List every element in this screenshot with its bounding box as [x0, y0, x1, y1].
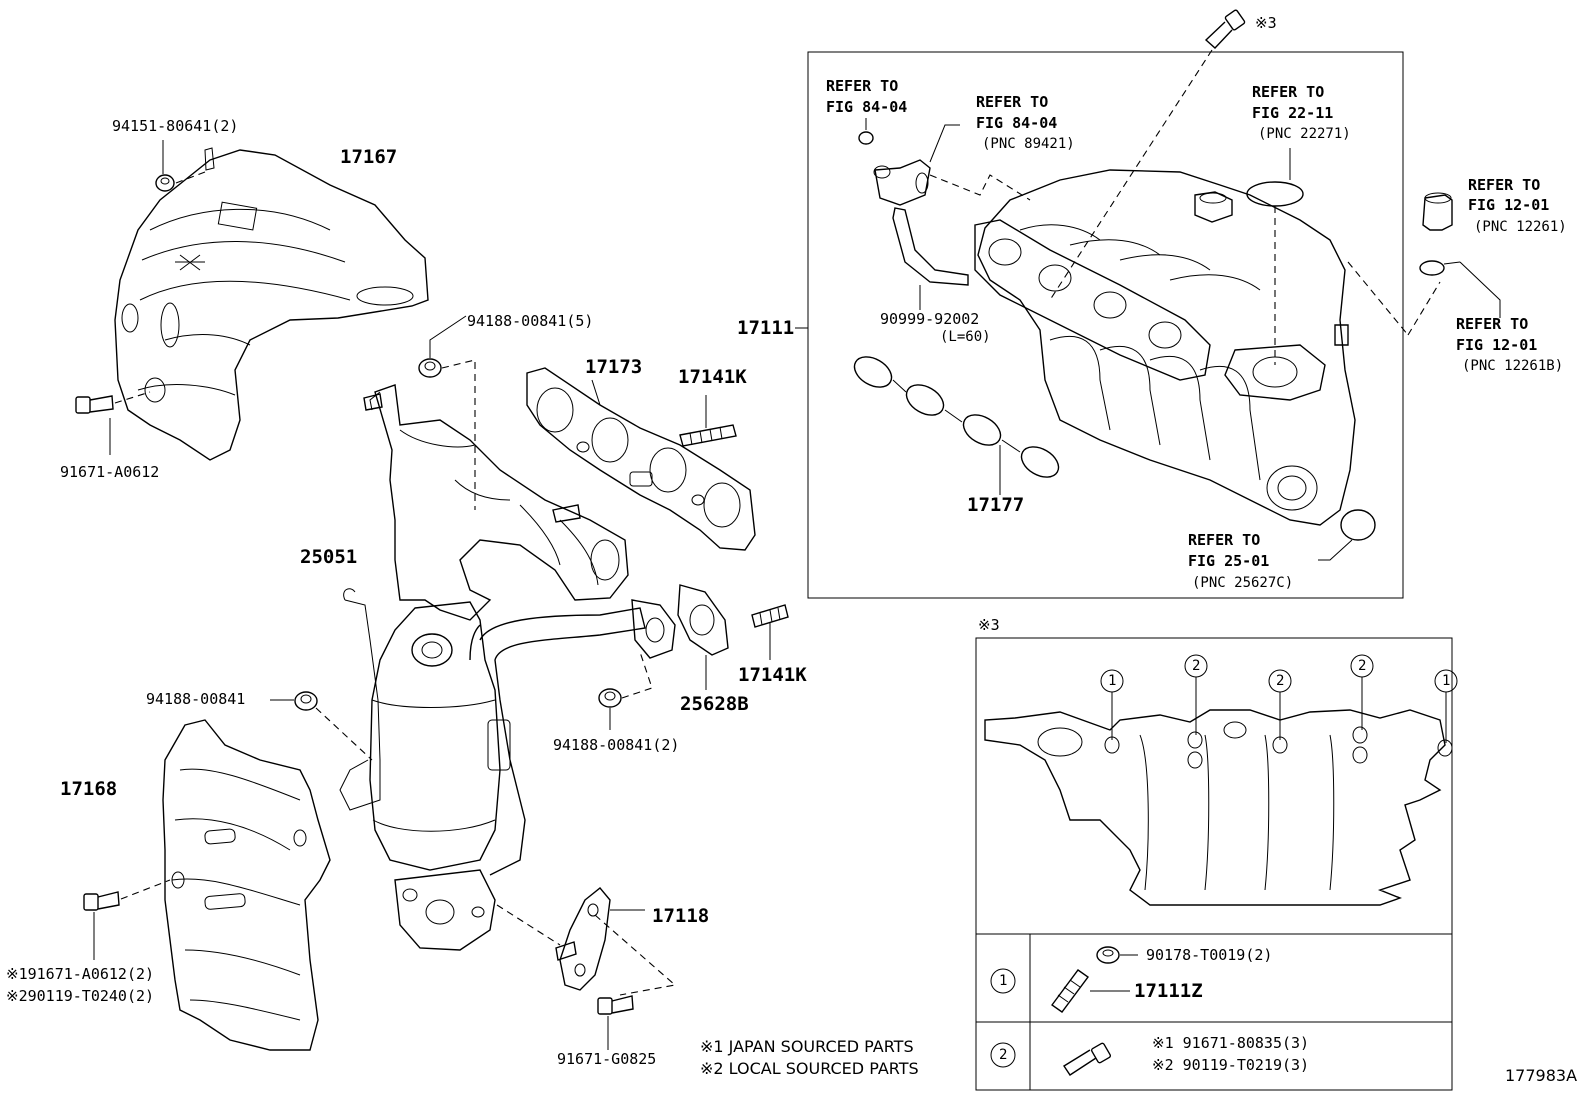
- label-94188-single: 94188-00841: [146, 690, 246, 708]
- gasket-17177-drawing: [853, 356, 1060, 495]
- callout-1-left: 1: [1108, 673, 1117, 689]
- nut-94151-drawing: [155, 140, 206, 192]
- ref4-line3: (PNC 12261): [1474, 219, 1567, 235]
- label-mark3-box: ※3: [978, 616, 1000, 634]
- ref2-line1: REFER TO: [976, 93, 1049, 111]
- top-bolt-drawing: [1049, 9, 1246, 301]
- ref4-line2: FIG 12-01: [1468, 196, 1550, 214]
- heat-insulator-upper-drawing: [114, 147, 429, 461]
- label-17167: 17167: [340, 146, 398, 168]
- ref1-line1: REFER TO: [826, 77, 899, 95]
- stud-17141k-bottom-drawing: [751, 604, 789, 660]
- label-mark3-top: ※3: [1255, 14, 1277, 32]
- callout-1-right: 1: [1442, 673, 1451, 689]
- pipe-flange-drawing: [631, 599, 676, 659]
- label-17141k-top: 17141K: [678, 366, 747, 388]
- bolt-91671-g0825-drawing: [597, 995, 634, 1050]
- nut-94188-x5-drawing: [418, 315, 476, 510]
- vsv-sensor-drawing: [858, 118, 1031, 206]
- ref5-line1: REFER TO: [1456, 315, 1529, 333]
- label-17118: 17118: [652, 905, 710, 927]
- ref6-line3: (PNC 25627C): [1192, 575, 1294, 591]
- label-25051: 25051: [300, 546, 358, 568]
- figure-code: 177983A: [1505, 1066, 1578, 1085]
- ref1-line2: FIG 84-04: [826, 98, 908, 116]
- ref3-line2: FIG 22-11: [1252, 104, 1334, 122]
- exhaust-manifold-drawing: [339, 384, 646, 951]
- callout-2-b: 2: [1276, 673, 1285, 689]
- callout-2-a: 2: [1192, 658, 1201, 674]
- label-note1-part: ※191671-A0612(2): [6, 965, 155, 983]
- o-ring-drawing: [1246, 148, 1304, 365]
- label-94188-x5: 94188-00841(5): [467, 312, 594, 330]
- heat-insulator-lower-drawing: [162, 719, 331, 1051]
- stud-17141k-top-drawing: [679, 395, 737, 447]
- nut-94188-single-drawing: [270, 691, 373, 761]
- gasket-25628b-drawing: [677, 584, 729, 690]
- gasket-25627c-drawing: [1318, 509, 1376, 561]
- row1-mark: 1: [999, 973, 1008, 989]
- hose-90999-drawing: [892, 207, 969, 310]
- ref2-line2: FIG 84-04: [976, 114, 1058, 132]
- note-local-sourced: ※2 LOCAL SOURCED PARTS: [700, 1059, 919, 1078]
- gasket-17173-drawing: [526, 367, 756, 551]
- bolt-91671-lower-drawing: [83, 879, 171, 960]
- label-17111: 17111: [737, 317, 795, 339]
- ref3-line1: REFER TO: [1252, 83, 1325, 101]
- label-17168: 17168: [60, 778, 118, 800]
- label-91671-a0612: 91671-A0612: [60, 463, 160, 481]
- bolt-91671-upper-drawing: [75, 391, 151, 455]
- label-90999-length: (L=60): [940, 329, 991, 345]
- callout-2-c: 2: [1358, 658, 1367, 674]
- ref6-line1: REFER TO: [1188, 531, 1261, 549]
- label-note2-part: ※290119-T0240(2): [6, 987, 155, 1005]
- label-25628b: 25628B: [680, 693, 749, 715]
- label-17173: 17173: [585, 356, 643, 378]
- label-94188-x2: 94188-00841(2): [553, 736, 680, 754]
- ref2-line3: (PNC 89421): [982, 136, 1075, 152]
- intake-manifold-drawing: [974, 169, 1356, 526]
- nut-94188-x2-drawing: [598, 651, 653, 730]
- plug-12261b-drawing: [1347, 260, 1501, 336]
- row2-line1: ※1 91671-80835(3): [1152, 1034, 1310, 1052]
- ref4-line1: REFER TO: [1468, 176, 1541, 194]
- note-japan-sourced: ※1 JAPAN SOURCED PARTS: [700, 1037, 914, 1056]
- cap-12261-drawing: [1422, 192, 1453, 231]
- ref6-line2: FIG 25-01: [1188, 552, 1270, 570]
- label-90999: 90999-92002: [880, 310, 980, 328]
- label-17177: 17177: [967, 494, 1025, 516]
- row1-nut-label: 90178-T0019(2): [1146, 946, 1273, 964]
- label-91671-g0825: 91671-G0825: [557, 1050, 657, 1068]
- detail-box: [975, 637, 1458, 1091]
- stay-17118-drawing: [496, 887, 677, 996]
- row2-line2: ※2 90119-T0219(3): [1152, 1056, 1310, 1074]
- ref3-line3: (PNC 22271): [1258, 126, 1351, 142]
- ref5-line2: FIG 12-01: [1456, 336, 1538, 354]
- row2-mark: 2: [999, 1047, 1008, 1063]
- ref5-line3: (PNC 12261B): [1462, 358, 1564, 374]
- label-17141k-bottom: 17141K: [738, 664, 807, 686]
- row1-stud-label: 17111Z: [1134, 980, 1203, 1002]
- intake-manifold-frame: [807, 51, 1404, 599]
- label-94151: 94151-80641(2): [112, 117, 239, 135]
